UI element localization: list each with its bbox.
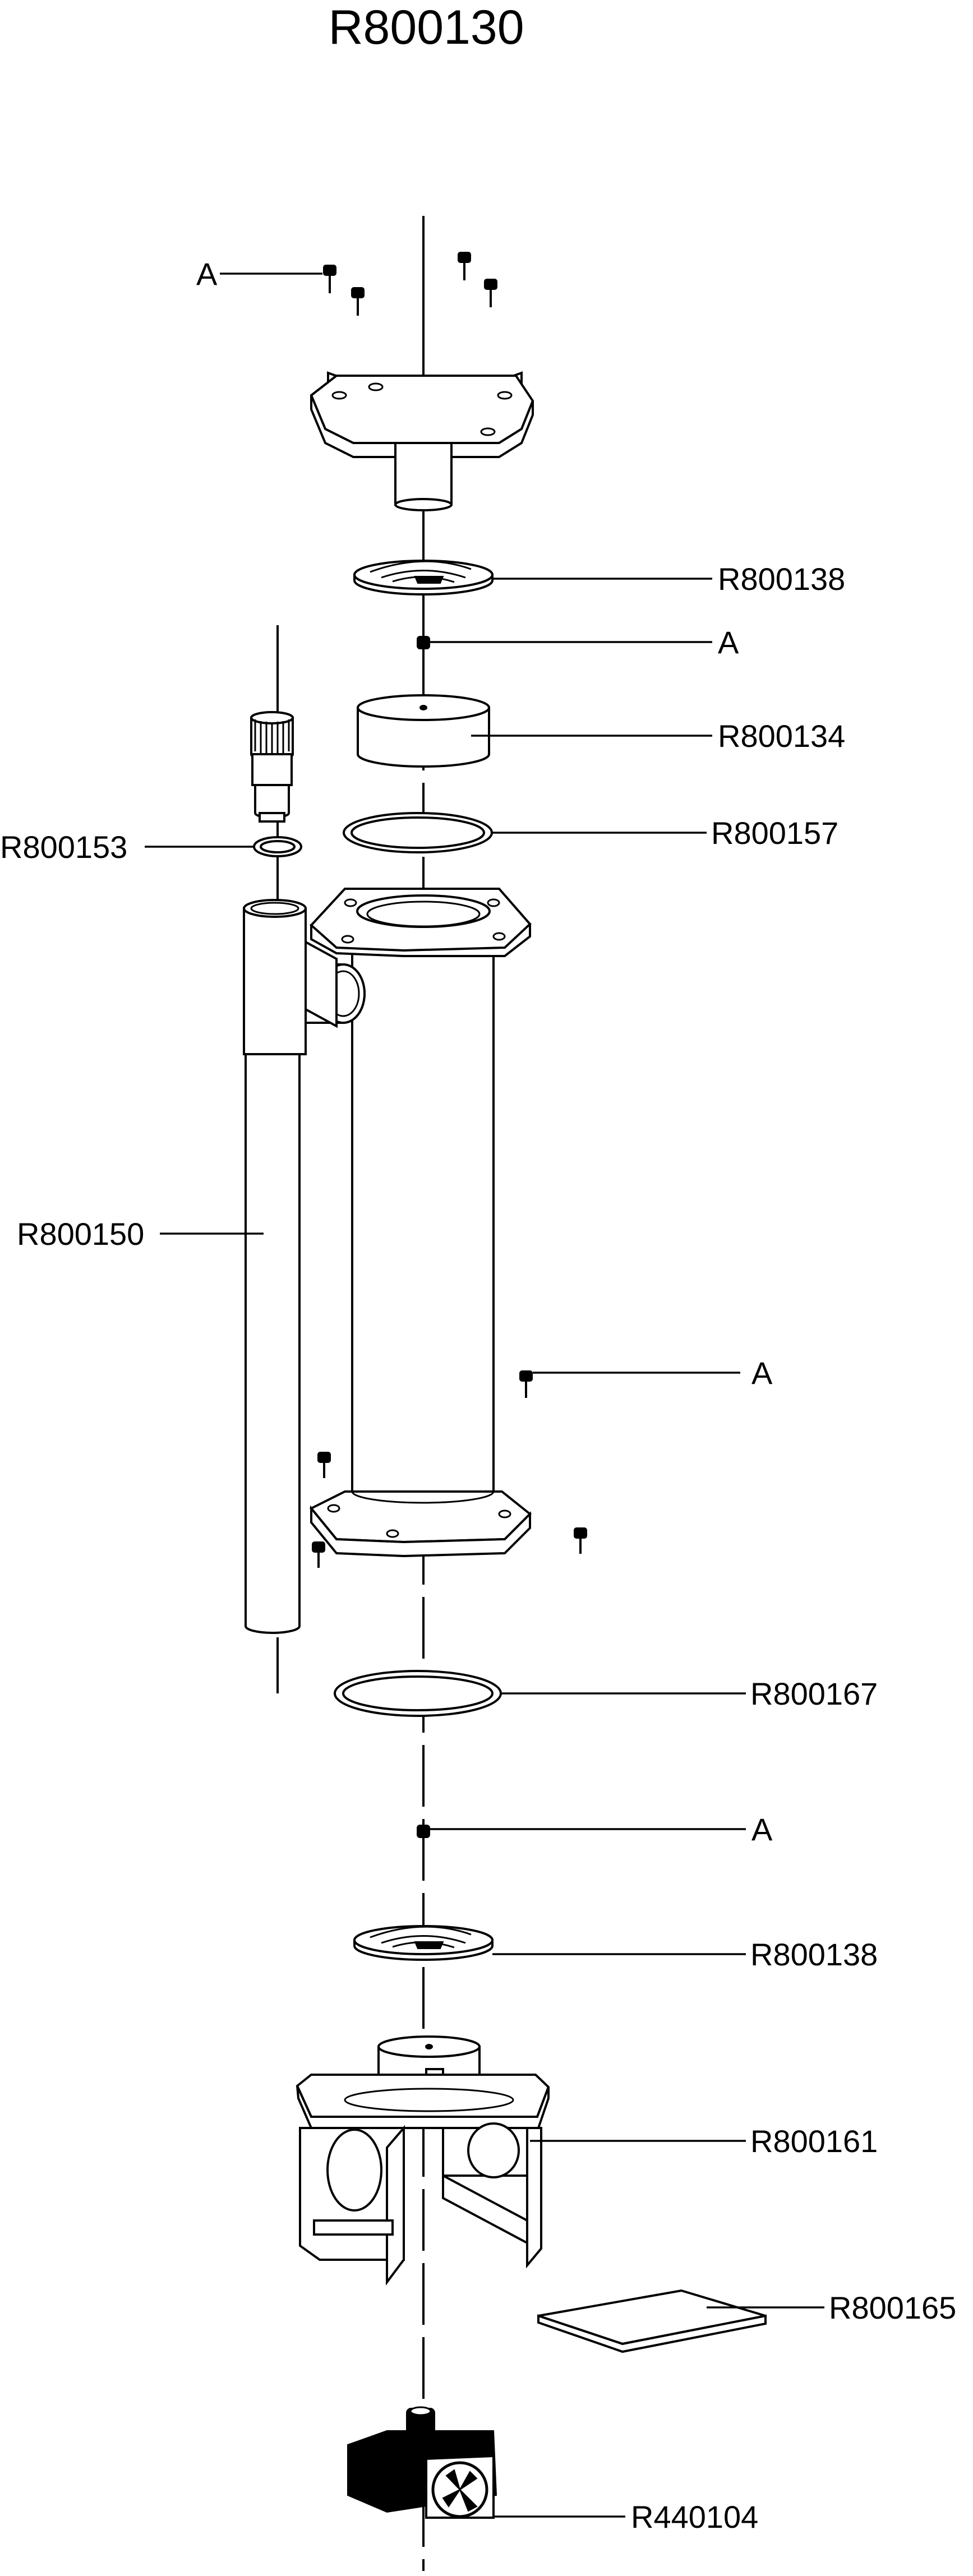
callout-screw-side: A — [751, 1355, 773, 1391]
callout-screw-lower: A — [751, 1812, 773, 1847]
callout-pump: R440104 — [631, 2499, 758, 2535]
top-lid — [310, 371, 534, 511]
oring-upper — [343, 812, 493, 853]
callout-oring-upper: R800157 — [711, 815, 838, 851]
callout-nozzle-oring: R800153 — [0, 829, 127, 865]
lower-disc — [353, 1925, 494, 1961]
screw-upper — [417, 620, 430, 649]
top-screws — [323, 252, 497, 316]
housing-screws — [312, 1370, 587, 1568]
callout-base: R800161 — [750, 2123, 878, 2159]
callout-lower-disc: R800138 — [750, 1937, 878, 1972]
diagram-title: R800130 — [328, 1, 524, 54]
callout-screw-upper: A — [718, 625, 739, 660]
callout-plate: R800165 — [829, 2290, 956, 2325]
pump — [347, 2406, 497, 2519]
oring-lower — [334, 1670, 502, 1717]
main-housing — [302, 888, 532, 1558]
side-tube — [243, 899, 338, 1634]
cap — [357, 694, 490, 768]
callout-oring-lower: R800167 — [750, 1676, 878, 1711]
callout-cap: R800134 — [718, 718, 845, 754]
upper-disc — [353, 560, 494, 595]
callout-lid-disc: R800138 — [718, 561, 845, 597]
callout-tube: R800150 — [17, 1216, 144, 1252]
plate — [537, 2289, 767, 2353]
nozzle — [250, 711, 294, 823]
callout-screw-top: A — [196, 256, 218, 292]
base-stand — [296, 2035, 550, 2286]
screw-lower — [417, 1825, 430, 1855]
nozzle-oring — [253, 836, 302, 857]
